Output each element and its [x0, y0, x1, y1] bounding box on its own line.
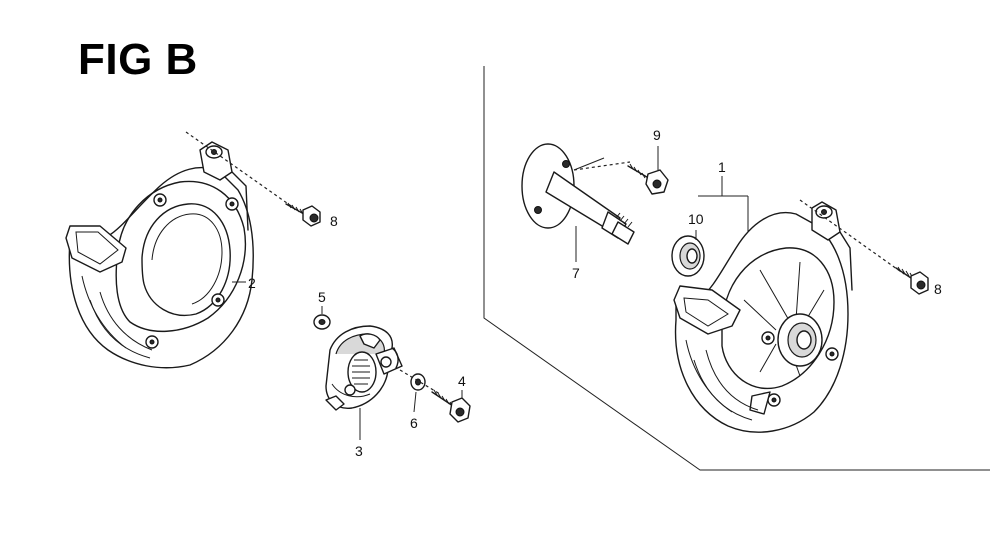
shaft-part-7	[521, 143, 635, 245]
callout-1: 1	[718, 159, 726, 175]
assembly-bracket	[483, 66, 990, 471]
callout-8-left: 8	[330, 213, 338, 229]
bolt-part-8-right	[895, 266, 929, 295]
gear-case-part-1	[673, 201, 853, 433]
callout-2: 2	[248, 275, 256, 291]
bolt-part-4	[431, 389, 471, 423]
alignment-line-bolt-4	[399, 369, 441, 395]
callout-3: 3	[355, 443, 363, 459]
clutch-shoe-part-3	[325, 325, 403, 411]
bolt-part-9	[627, 163, 669, 195]
alignment-line-bolt-9	[573, 161, 631, 171]
leader-shaft-link	[573, 157, 605, 171]
washer-part-6	[410, 373, 426, 391]
figure-title: FIG B	[78, 35, 198, 84]
callout-5: 5	[318, 289, 326, 305]
washer-part-5	[313, 314, 331, 330]
callout-9: 9	[653, 127, 661, 143]
clutch-housing-part-2	[65, 141, 254, 369]
callout-8-right: 8	[934, 281, 942, 297]
alignment-line-bolt-8	[185, 131, 295, 209]
callout-6: 6	[410, 415, 418, 431]
callout-7: 7	[572, 265, 580, 281]
bolt-part-8-left	[285, 202, 321, 227]
callout-4: 4	[458, 373, 466, 389]
callout-10: 10	[688, 211, 704, 227]
oil-seal-part-10	[671, 235, 705, 277]
leader-6	[413, 391, 417, 413]
